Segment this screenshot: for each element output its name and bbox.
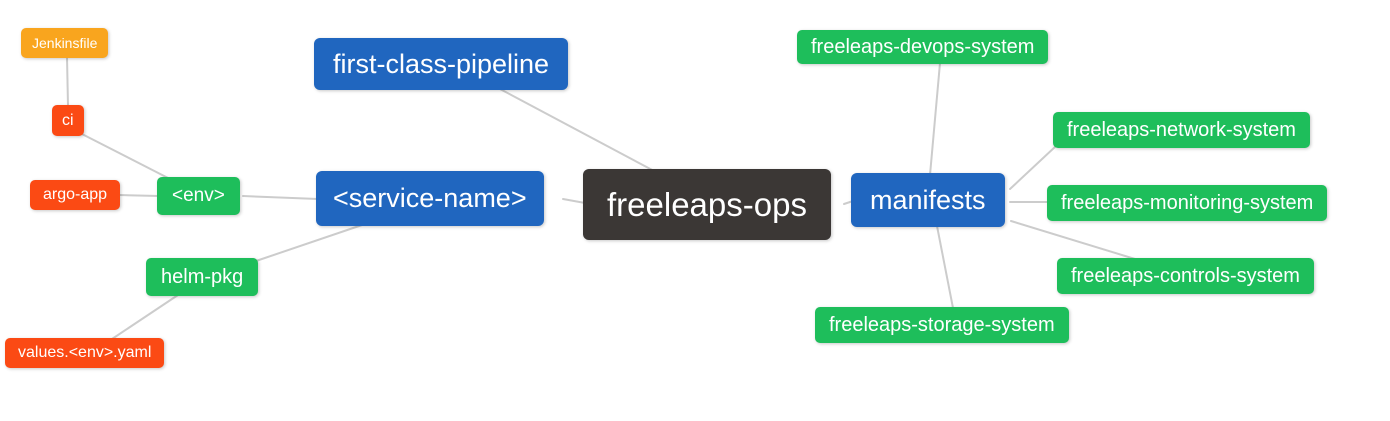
edge-env-servicename — [242, 195, 319, 200]
node-jenkinsfile[interactable]: Jenkinsfile — [21, 28, 109, 58]
edge-argoapp-env — [118, 194, 160, 197]
edge-manifests-devops — [929, 62, 941, 176]
edge-values-helmpkg — [111, 294, 179, 340]
edge-fcp-root — [499, 88, 657, 173]
node-freeleaps-network-system[interactable]: freeleaps-network-system — [1053, 112, 1310, 148]
edge-manifests-storage — [936, 225, 954, 309]
node-ci[interactable]: ci — [52, 105, 84, 136]
edge-jenkinsfile-ci — [66, 56, 69, 107]
node-freeleaps-devops-system[interactable]: freeleaps-devops-system — [797, 30, 1049, 64]
node-service-name[interactable]: <service-name> — [316, 171, 544, 226]
edge-helmpkg-servicename — [255, 224, 363, 262]
node-freeleaps-ops-root[interactable]: freeleaps-ops — [583, 169, 831, 240]
node-helm-pkg[interactable]: helm-pkg — [146, 258, 259, 296]
node-manifests[interactable]: manifests — [851, 173, 1005, 227]
edge-servicename-root — [562, 198, 586, 204]
edge-ci-env — [79, 132, 171, 180]
node-first-class-pipeline[interactable]: first-class-pipeline — [314, 38, 569, 90]
node-freeleaps-storage-system[interactable]: freeleaps-storage-system — [815, 307, 1069, 343]
edge-manifests-network — [1009, 145, 1057, 190]
node-env[interactable]: <env> — [157, 177, 240, 215]
node-freeleaps-controls-system[interactable]: freeleaps-controls-system — [1057, 258, 1314, 294]
node-argo-app[interactable]: argo-app — [30, 180, 121, 210]
edge-manifests-controls — [1010, 220, 1136, 260]
node-freeleaps-monitoring-system[interactable]: freeleaps-monitoring-system — [1047, 185, 1328, 221]
node-values-env-yaml[interactable]: values.<env>.yaml — [5, 338, 165, 368]
